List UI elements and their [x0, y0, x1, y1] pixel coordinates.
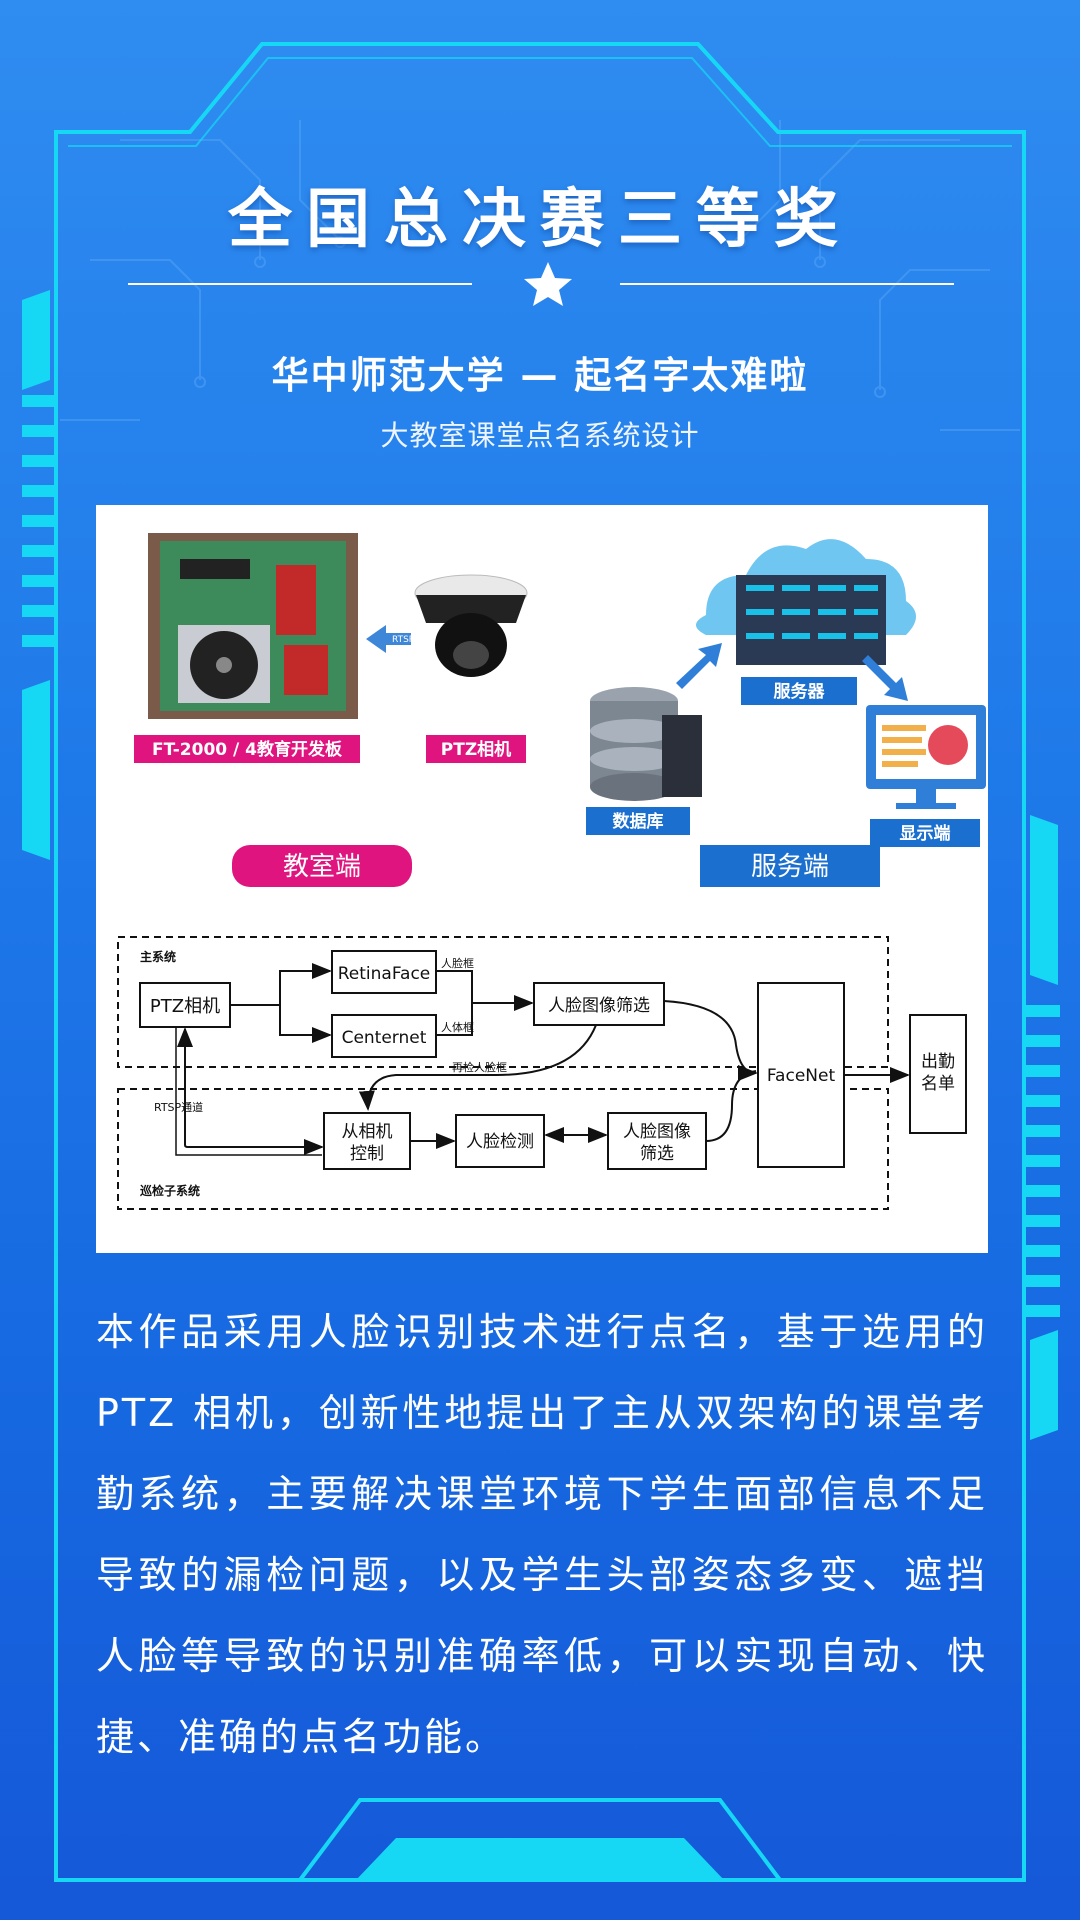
node-face-filter	[533, 982, 665, 1026]
display-monitor-image	[866, 705, 986, 809]
dev-board-image	[148, 533, 358, 719]
node-retinaface	[331, 950, 437, 994]
patrol-system-label: 巡检子系统	[140, 1183, 200, 1198]
classroom-end-button	[232, 845, 412, 887]
node-slave-control-label-1: 从相机	[342, 1122, 393, 1142]
node-face-filter-label: 人脸图像筛选	[548, 996, 650, 1016]
node-ptz-label: PTZ相机	[150, 996, 220, 1017]
rtsp-label: RTSP	[392, 635, 415, 645]
node-facenet	[757, 982, 845, 1168]
left-side-bars	[22, 290, 56, 860]
right-side-bars	[1026, 815, 1060, 1440]
project-name: 大教室课堂点名系统设计	[380, 419, 700, 452]
bottom-trapezoid	[356, 1838, 724, 1880]
node-ptz	[139, 982, 231, 1028]
recheck-box-label: 再检人脸框	[452, 1060, 507, 1074]
main-system-label: 主系统	[140, 949, 176, 964]
server-end-label: 服务端	[751, 852, 829, 882]
diagram-panel: FT-2000 / 4教育开发板 RTSP PTZ相机 服务器	[96, 505, 988, 1253]
node-retinaface-label: RetinaFace	[338, 964, 431, 984]
face-box-label: 人脸框	[441, 956, 474, 970]
node-face-filter-2-label-1: 人脸图像	[623, 1122, 691, 1142]
node-face-filter-2-label-2: 筛选	[640, 1144, 674, 1164]
node-centernet	[331, 1014, 437, 1058]
team-subtitle: 华中师范大学 — 起名字太难啦	[271, 354, 809, 397]
board-label: FT-2000 / 4教育开发板	[152, 739, 343, 760]
server-label-box	[741, 677, 857, 705]
node-attendance	[909, 1014, 967, 1134]
display-label: 显示端	[900, 823, 951, 844]
camera-label: PTZ相机	[441, 739, 511, 760]
node-centernet-label: Centernet	[342, 1028, 427, 1048]
rtsp-arrow	[366, 625, 411, 653]
display-label-box	[870, 819, 980, 847]
server-label: 服务器	[774, 681, 826, 702]
database-label-box	[586, 807, 690, 835]
board-label-box	[134, 735, 360, 763]
database-label: 数据库	[613, 811, 664, 832]
node-attendance-label-2: 名单	[921, 1074, 955, 1094]
star-icon	[524, 262, 572, 306]
camera-label-box	[426, 735, 526, 763]
node-slave-control	[323, 1112, 411, 1170]
main-system-box	[117, 936, 889, 1068]
rtsp-channel-label: RTSP通道	[154, 1100, 203, 1114]
database-image	[590, 687, 702, 801]
node-facenet-label: FaceNet	[767, 1066, 836, 1086]
classroom-end-label: 教室端	[283, 852, 361, 882]
circuit-lines	[60, 120, 1020, 431]
arrow-down-icon	[862, 655, 908, 701]
node-attendance-label-1: 出勤	[921, 1052, 955, 1072]
bottom-frame-notch	[298, 1798, 782, 1882]
project-description: 本作品采用人脸识别技术进行点名，基于选用的 PTZ 相机，创新性地提出了主从双架…	[96, 1310, 988, 1759]
body-box-label: 人体框	[441, 1020, 474, 1034]
node-slave-control-label-2: 控制	[350, 1144, 384, 1164]
node-face-filter-2	[607, 1112, 707, 1170]
node-face-detect-label: 人脸检测	[466, 1132, 534, 1152]
cloud-server-image	[696, 539, 916, 665]
poster-title: 全国总决赛三等奖	[228, 183, 852, 257]
patrol-system-box	[117, 1088, 889, 1210]
ptz-camera-image	[414, 574, 528, 677]
arrow-up-icon	[676, 643, 722, 689]
server-end-button	[700, 845, 880, 887]
